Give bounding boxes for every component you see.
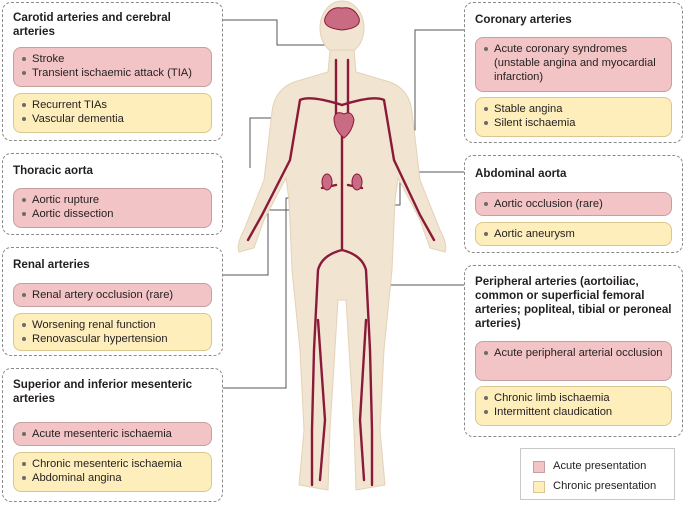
abdominal-acute-item: Aortic occlusion (rare) bbox=[484, 197, 663, 211]
mesenteric-acute-box: Acute mesenteric ischaemia bbox=[13, 422, 212, 446]
panel-title-thoracic: Thoracic aorta bbox=[13, 164, 93, 177]
renal-chronic-item: Worsening renal function bbox=[22, 318, 203, 332]
panel-thoracic: Thoracic aorta Aortic rupture Aortic dis… bbox=[2, 153, 223, 235]
left-kidney bbox=[321, 173, 333, 191]
renal-chronic-box: Worsening renal function Renovascular hy… bbox=[13, 313, 212, 351]
coronary-acute-box: Acute coronary syndromes (unstable angin… bbox=[475, 37, 672, 92]
peripheral-acute-item: Acute peripheral arterial occlusion bbox=[484, 346, 663, 360]
coronary-chronic-item: Silent ischaemia bbox=[484, 116, 663, 130]
panel-title-abdominal: Abdominal aorta bbox=[475, 167, 567, 180]
panel-mesenteric: Superior and inferior mesenteric arterie… bbox=[2, 368, 223, 502]
coronary-acute-item: Acute coronary syndromes (unstable angin… bbox=[484, 42, 663, 84]
abdominal-chronic-item: Aortic aneurysm bbox=[484, 227, 663, 241]
mesenteric-acute-item: Acute mesenteric ischaemia bbox=[22, 427, 203, 441]
panel-title-renal: Renal arteries bbox=[13, 258, 90, 271]
thoracic-acute-box: Aortic rupture Aortic dissection bbox=[13, 188, 212, 228]
panel-title-carotid: Carotid arteries and cerebral arteries bbox=[13, 11, 171, 38]
brain-shape bbox=[324, 7, 360, 31]
mesenteric-chronic-box: Chronic mesenteric ischaemia Abdominal a… bbox=[13, 452, 212, 492]
heart-shape bbox=[333, 112, 355, 139]
carotid-acute-item: Stroke bbox=[22, 52, 203, 66]
legend-acute-label: Acute presentation bbox=[553, 460, 647, 472]
renal-acute-box: Renal artery occlusion (rare) bbox=[13, 283, 212, 307]
legend-chronic-swatch bbox=[533, 481, 545, 493]
legend: Acute presentation Chronic presentation bbox=[520, 448, 675, 500]
renal-chronic-item: Renovascular hypertension bbox=[22, 332, 203, 346]
carotid-chronic-box: Recurrent TIAs Vascular dementia bbox=[13, 93, 212, 133]
legend-chronic-label: Chronic presentation bbox=[553, 480, 657, 492]
panel-title-coronary: Coronary arteries bbox=[475, 13, 572, 26]
legend-acute-swatch bbox=[533, 461, 545, 473]
peripheral-chronic-box: Chronic limb ischaemia Intermittent clau… bbox=[475, 386, 672, 426]
peripheral-chronic-item: Intermittent claudication bbox=[484, 405, 663, 419]
peripheral-acute-box: Acute peripheral arterial occlusion bbox=[475, 341, 672, 381]
panel-coronary: Coronary arteries Acute coronary syndrom… bbox=[464, 2, 683, 143]
coronary-chronic-box: Stable angina Silent ischaemia bbox=[475, 97, 672, 137]
peripheral-chronic-item: Chronic limb ischaemia bbox=[484, 391, 663, 405]
abdominal-chronic-box: Aortic aneurysm bbox=[475, 222, 672, 246]
coronary-chronic-item: Stable angina bbox=[484, 102, 663, 116]
right-kidney bbox=[351, 173, 363, 191]
carotid-chronic-item: Recurrent TIAs bbox=[22, 98, 203, 112]
carotid-acute-item: Transient ischaemic attack (TIA) bbox=[22, 66, 203, 80]
carotid-chronic-item: Vascular dementia bbox=[22, 112, 203, 126]
panel-title-mesenteric: Superior and inferior mesenteric arterie… bbox=[13, 378, 193, 405]
panel-carotid: Carotid arteries and cerebral arteries S… bbox=[2, 2, 223, 141]
panel-abdominal: Abdominal aorta Aortic occlusion (rare) … bbox=[464, 155, 683, 253]
panel-peripheral: Peripheral arteries (aortoiliac, common … bbox=[464, 265, 683, 437]
thoracic-acute-item: Aortic dissection bbox=[22, 207, 203, 221]
panel-renal: Renal arteries Renal artery occlusion (r… bbox=[2, 247, 223, 356]
abdominal-acute-box: Aortic occlusion (rare) bbox=[475, 192, 672, 216]
carotid-acute-box: Stroke Transient ischaemic attack (TIA) bbox=[13, 47, 212, 87]
panel-title-peripheral: Peripheral arteries (aortoiliac, common … bbox=[475, 275, 672, 330]
mesenteric-chronic-item: Chronic mesenteric ischaemia bbox=[22, 457, 203, 471]
mesenteric-chronic-item: Abdominal angina bbox=[22, 471, 203, 485]
thoracic-acute-item: Aortic rupture bbox=[22, 193, 203, 207]
renal-acute-item: Renal artery occlusion (rare) bbox=[22, 288, 203, 302]
